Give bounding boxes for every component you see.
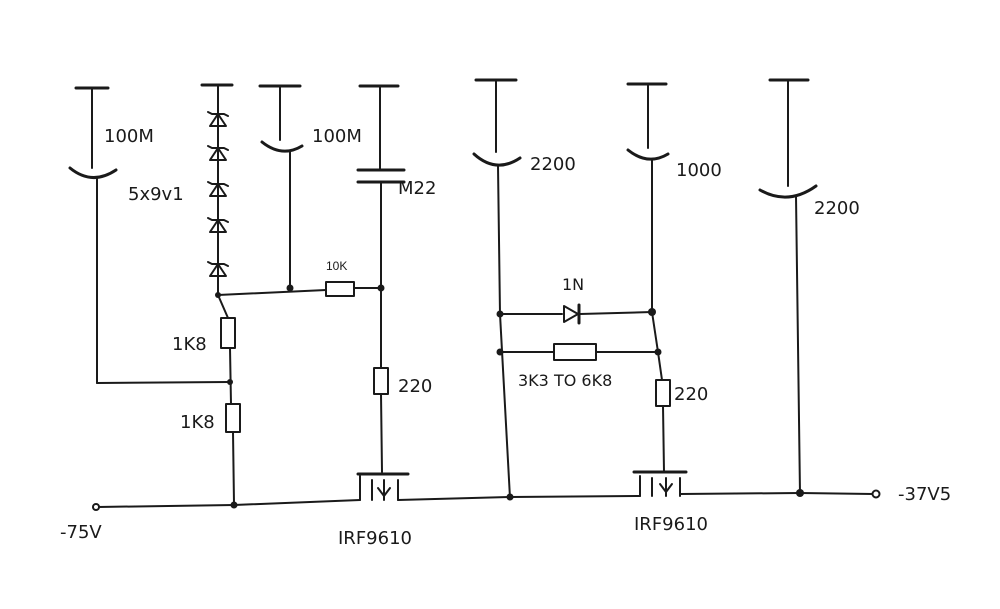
node-rail-divider [230, 501, 238, 509]
wire-r1-r2 [229, 347, 232, 405]
wire-r3-to-q1 [380, 393, 383, 473]
wire-to-r5 [657, 351, 663, 381]
r1-value-label: 1K8 [172, 334, 207, 355]
resistor-r5 [655, 379, 671, 407]
wire-c4-to-q2 [509, 495, 641, 498]
input-voltage-label: -75V [60, 522, 102, 543]
zener-diode-5 [207, 261, 229, 277]
wire-rail-to-q1 [233, 499, 361, 506]
q2-part-label: IRF9610 [634, 514, 708, 535]
wire-q1-to-c4 [397, 496, 511, 501]
r2-value-label: 1K8 [180, 412, 215, 433]
diode-1n [563, 303, 581, 325]
wire-r5-to-q2 [662, 405, 665, 473]
r-10k-label: 10K [326, 259, 347, 273]
mosfet-q1 [356, 472, 410, 501]
c1-value-label: 100M [104, 126, 154, 147]
capacitor-c5 [626, 82, 670, 313]
wire-r2-to-rail [232, 431, 235, 505]
wire-to-r1 [217, 294, 229, 319]
r5-value-label: 220 [674, 384, 708, 405]
capacitor-c1 [68, 86, 118, 384]
output-voltage-label: -37V5 [898, 484, 951, 505]
c3-value-label: M22 [398, 178, 436, 199]
wire-c6-to-output [799, 492, 874, 495]
r4-value-label: 3K3 TO 6K8 [518, 371, 612, 390]
wire-q2-to-c6 [679, 492, 801, 495]
wire-c5-node-down [651, 311, 659, 353]
capacitor-c2 [258, 84, 304, 289]
c4-value-label: 2200 [530, 154, 576, 175]
q1-part-label: IRF9610 [338, 528, 412, 549]
diode-label: 1N [562, 275, 584, 294]
output-terminal [871, 489, 881, 499]
wire-input-rail [97, 504, 235, 508]
resistor-r4 [553, 343, 597, 361]
resistor-r1 [220, 317, 236, 349]
r3-value-label: 220 [398, 376, 432, 397]
wire-c1-to-divider [96, 381, 231, 384]
zener-string-label: 5x9v1 [128, 184, 184, 205]
node-r4-left [496, 348, 504, 356]
c2-value-label: 100M [312, 126, 362, 147]
node-rail-c6 [796, 489, 804, 497]
capacitor-c4 [472, 78, 522, 499]
resistor-r3 [373, 367, 389, 395]
resistor-10k [325, 281, 382, 297]
zener-diode-4 [207, 217, 229, 233]
zener-diode-1 [207, 111, 229, 127]
capacitor-c6 [758, 78, 818, 495]
mosfet-q2 [632, 470, 688, 497]
wire-diode-to-c5 [579, 311, 653, 315]
zener-diode-3 [207, 181, 229, 197]
resistor-r2 [225, 403, 241, 433]
input-terminal [92, 503, 100, 511]
node-rail-c4 [506, 493, 514, 501]
zener-diode-2 [207, 145, 229, 161]
node-c2-10k [286, 284, 294, 292]
node-diode-left [496, 310, 504, 318]
c6-value-label: 2200 [814, 198, 860, 219]
capacitor-c3 [356, 84, 406, 289]
wire-zener-to-10k [217, 289, 327, 296]
zener-diode-string [200, 83, 234, 296]
c5-value-label: 1000 [676, 160, 722, 181]
